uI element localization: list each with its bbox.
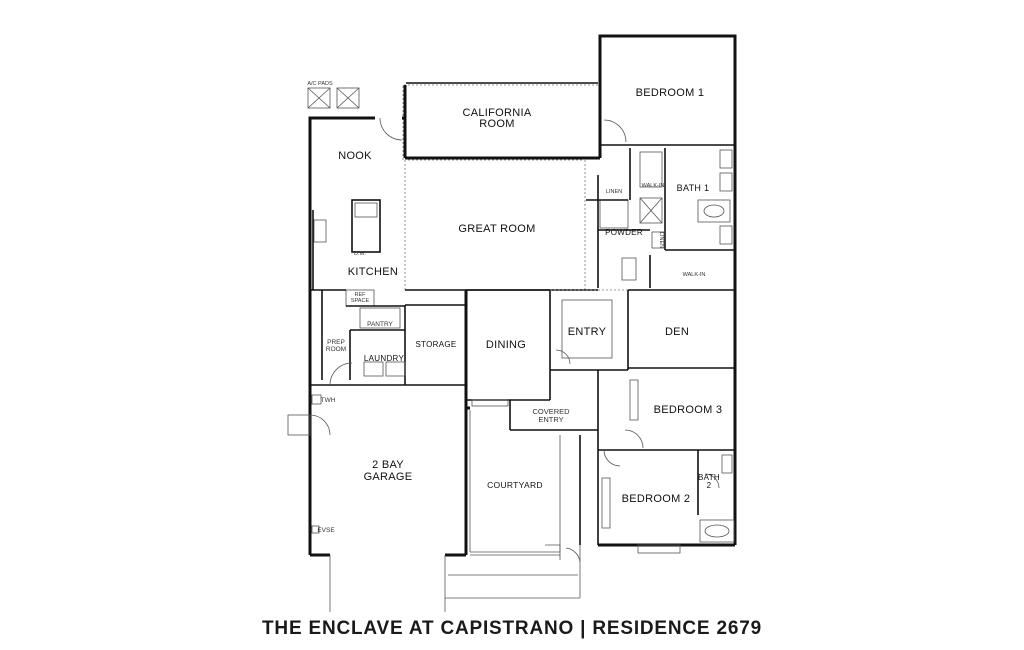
- california-room-outline: [402, 82, 600, 160]
- twh-label: TWH: [321, 397, 336, 404]
- right-bedroom-walls: [597, 450, 735, 554]
- ref-space-label-line2: SPACE: [351, 298, 370, 304]
- courtyard-walls: [445, 406, 581, 599]
- walk-in-top-label: WALK-IN: [642, 183, 665, 189]
- nook-label: NOOK: [338, 150, 372, 162]
- bedroom1-label: BEDROOM 1: [636, 87, 705, 99]
- bath1-label: BATH 1: [677, 183, 710, 193]
- bedroom3-label: BEDROOM 3: [654, 404, 723, 416]
- ac-pads: [307, 87, 360, 109]
- walk-in-bottom-label: WALK-IN: [683, 272, 706, 278]
- plan-caption: THE ENCLAVE AT CAPISTRANO | RESIDENCE 26…: [262, 618, 762, 639]
- laundry-label: LAUNDRY: [364, 354, 405, 363]
- kitchen-label: KITCHEN: [348, 266, 398, 278]
- garage-label-line1: 2 BAY: [372, 459, 404, 471]
- garage-label-line2: GARAGE: [364, 471, 413, 483]
- great-room-label: GREAT ROOM: [458, 223, 535, 235]
- california-room-label-line2: ROOM: [479, 118, 514, 130]
- evse-label: EVSE: [317, 527, 335, 534]
- covered-entry-label-line2: ENTRY: [538, 415, 563, 424]
- center-walls: [466, 288, 737, 545]
- floor-plan: A/C PADS CALIFORNIA ROOM BEDROOM 1 NOOK …: [287, 34, 737, 612]
- prep-room-label-line1: PREP: [327, 339, 345, 346]
- entry-label: ENTRY: [568, 326, 607, 338]
- prep-room-label-line2: ROOM: [326, 346, 346, 353]
- den-label: DEN: [665, 326, 689, 338]
- bedroom1-walls: [598, 34, 737, 158]
- main-living-walls: [308, 116, 598, 329]
- ac-pads-label: A/C PADS: [307, 81, 333, 87]
- linen-vertical-label: LINEN: [658, 232, 664, 248]
- left-wing-walls: [287, 289, 468, 612]
- storage-label: STORAGE: [415, 340, 456, 349]
- dishwasher-label: D.W.: [354, 251, 366, 257]
- bedroom2-label: BEDROOM 2: [622, 493, 691, 505]
- bath1-area: [586, 145, 737, 288]
- bath2-label-line1: BATH: [698, 473, 720, 482]
- pantry-label: PANTRY: [367, 321, 393, 328]
- linen-label: LINEN: [606, 189, 622, 195]
- ref-space-label-line1: REF: [355, 292, 367, 298]
- california-room-label-line1: CALIFORNIA: [462, 107, 531, 119]
- dining-label: DINING: [486, 339, 526, 351]
- courtyard-label: COURTYARD: [487, 480, 543, 490]
- powder-label: POWDER: [605, 228, 643, 237]
- covered-entry-label-line1: COVERED: [532, 407, 570, 416]
- bath2-label-line2: 2: [707, 481, 712, 490]
